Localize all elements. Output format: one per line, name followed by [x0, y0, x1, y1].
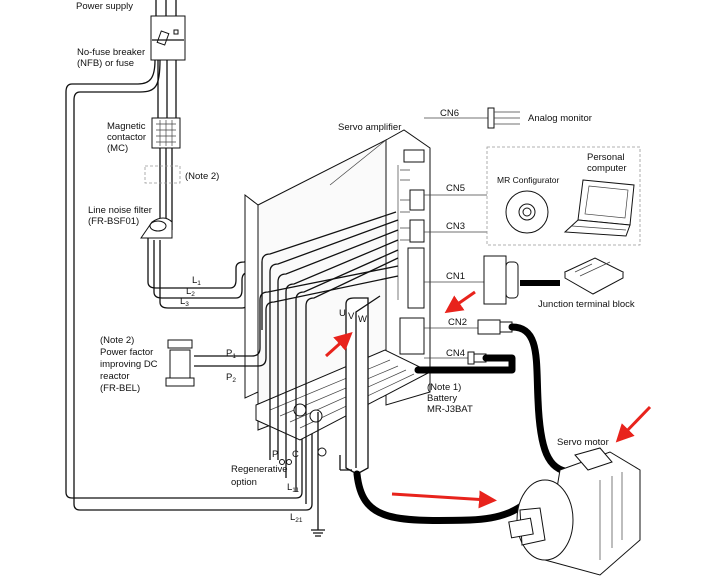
- optional-component-box: [144, 165, 181, 184]
- mr-configurator-disc-icon: [505, 190, 549, 234]
- label-battery-3: MR-J3BAT: [427, 404, 473, 415]
- junction-terminal-block-icon: [563, 257, 625, 295]
- label-cn3: CN3: [446, 221, 465, 232]
- label-pfc-2: Power factor: [100, 347, 153, 358]
- label-regen-1: Regenerative: [231, 464, 288, 475]
- servo-amplifier: [244, 129, 432, 441]
- ground-symbol: [311, 447, 327, 537]
- label-cn1: CN1: [446, 271, 465, 282]
- label-pfc-5: (FR-BEL): [100, 383, 140, 394]
- label-c: C: [292, 449, 299, 460]
- red-arrow-uvw: [324, 331, 353, 358]
- labels: Power supply No-fuse breaker (NFB) or fu…: [76, 1, 635, 524]
- amplifier-wires: [261, 211, 399, 525]
- label-nfb-2: (NFB) or fuse: [77, 58, 134, 69]
- laptop-icon: [563, 179, 635, 237]
- control-power-wires: [65, 59, 313, 511]
- label-battery-2: Battery: [427, 393, 457, 404]
- annotation-arrows: [324, 290, 652, 509]
- label-u: U: [339, 308, 346, 319]
- label-pfc-4: reactor: [100, 371, 130, 382]
- label-p1: P1: [226, 348, 236, 360]
- label-nfb-1: No-fuse breaker: [77, 47, 145, 58]
- label-cn5: CN5: [446, 183, 465, 194]
- servo-motor-icon: [508, 447, 641, 576]
- label-pc-1: Personal: [587, 152, 625, 163]
- label-cn4: CN4: [446, 348, 465, 359]
- red-arrow-cn1: [444, 290, 476, 314]
- dc-reactor: [165, 265, 399, 387]
- label-regen-2: option: [231, 477, 257, 488]
- analog-monitor-connector: [424, 107, 520, 129]
- line-noise-filter: [140, 217, 173, 239]
- power-supply-wires: [155, 0, 177, 16]
- label-cn2: CN2: [448, 317, 467, 328]
- label-l11: L11: [287, 482, 299, 494]
- label-l1: L1: [192, 275, 201, 287]
- label-pfc-1: (Note 2): [100, 335, 134, 346]
- label-v: V: [348, 311, 355, 322]
- label-mc-2: contactor: [107, 132, 146, 143]
- label-mc-3: (MC): [107, 143, 128, 154]
- cn2-encoder-cable: [424, 319, 574, 476]
- label-l2: L2: [186, 286, 195, 298]
- label-mr-configurator: MR Configurator: [497, 175, 560, 185]
- red-arrow-power-cable: [391, 490, 497, 509]
- label-filter-2: (FR-BSF01): [88, 216, 139, 227]
- label-battery-1: (Note 1): [427, 382, 461, 393]
- label-l21: L21: [290, 512, 303, 524]
- label-pfc-3: improving DC: [100, 359, 158, 370]
- cn1-connector: [424, 255, 560, 305]
- label-servo-amplifier: Servo amplifier: [338, 122, 401, 133]
- label-junction-block: Junction terminal block: [538, 299, 635, 310]
- label-pc-2: computer: [587, 163, 627, 174]
- label-servo-motor: Servo motor: [557, 437, 609, 448]
- label-p2: P2: [226, 372, 236, 384]
- amplifier-leader-line: [329, 139, 387, 186]
- label-l3: L3: [180, 296, 189, 308]
- label-cn6: CN6: [440, 108, 459, 119]
- cn5-cn3-lines: [424, 194, 487, 233]
- label-p: P: [272, 449, 278, 460]
- label-analog-monitor: Analog monitor: [528, 113, 592, 124]
- label-filter-1: Line noise filter: [88, 205, 152, 216]
- cn4-battery-cable: [414, 351, 516, 374]
- regenerative-terminals: [279, 459, 292, 465]
- label-w: W: [358, 314, 367, 325]
- magnetic-contactor: [151, 117, 181, 149]
- label-note2-top: (Note 2): [185, 171, 219, 182]
- label-power-supply: Power supply: [76, 1, 133, 12]
- label-mc-1: Magnetic: [107, 121, 146, 132]
- red-arrow-servo-motor: [615, 405, 652, 443]
- pc-software-box: [486, 146, 641, 246]
- no-fuse-breaker: [150, 15, 186, 61]
